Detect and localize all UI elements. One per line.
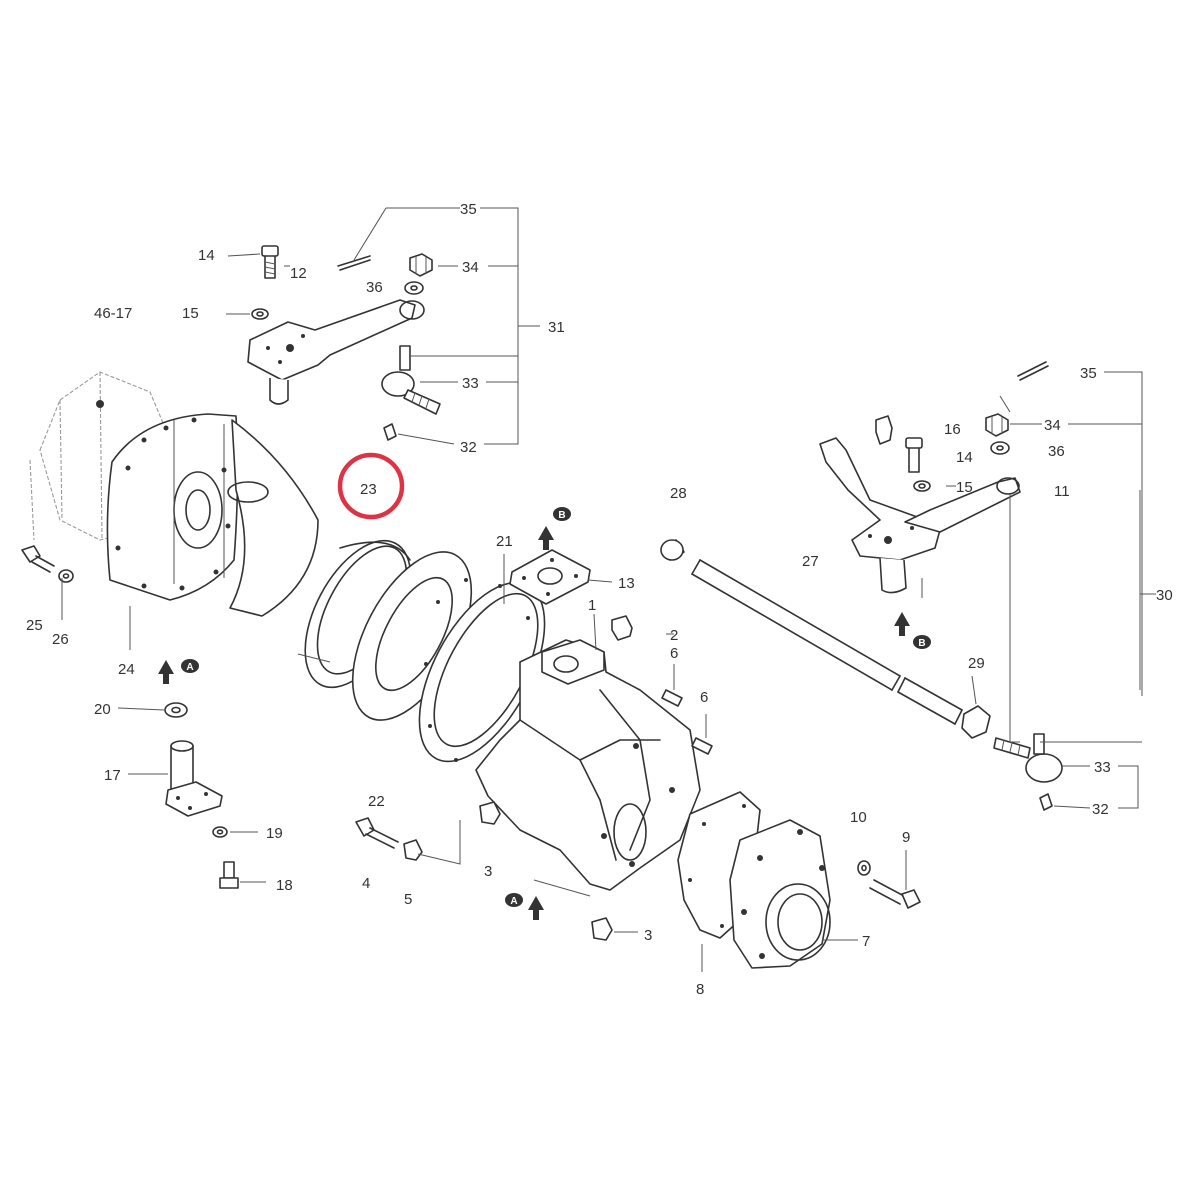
label-9: 9 xyxy=(902,829,910,846)
part-number-labels: 35 34 36 31 33 32 14 12 46-17 15 23 35 3… xyxy=(26,201,1173,998)
right-knuckle-arm xyxy=(819,437,941,594)
view-arrow-b-right: B xyxy=(894,612,931,649)
view-arrow-a-bottom: A xyxy=(505,893,544,920)
label-6-lower: 6 xyxy=(700,689,708,706)
label-26: 26 xyxy=(52,631,69,648)
svg-text:A: A xyxy=(510,896,517,907)
label-25: 25 xyxy=(26,617,43,634)
label-12: 12 xyxy=(290,265,307,282)
label-8: 8 xyxy=(696,981,704,998)
label-34-upper: 34 xyxy=(462,259,479,276)
grease-fitting-32-upper-left xyxy=(383,423,397,441)
label-30: 30 xyxy=(1156,587,1173,604)
label-14-upper: 14 xyxy=(198,247,215,264)
label-15-upper: 15 xyxy=(182,305,199,322)
left-steering-arm xyxy=(247,299,425,405)
label-19: 19 xyxy=(266,825,283,842)
washer-15-right xyxy=(913,480,931,492)
label-36-right: 36 xyxy=(1048,443,1065,460)
tie-rod-assembly xyxy=(660,539,991,739)
washer-19 xyxy=(212,826,228,838)
label-2: 2 xyxy=(670,627,678,644)
label-29: 29 xyxy=(968,655,985,672)
bolt-22 xyxy=(355,817,399,849)
nut-3-upper xyxy=(479,801,501,825)
svg-text:A: A xyxy=(186,662,193,673)
king-pin-17 xyxy=(165,740,223,817)
differential-carrier-1 xyxy=(475,639,701,891)
washer-10 xyxy=(857,860,871,876)
nut-5 xyxy=(403,839,423,861)
view-arrow-a-left: A xyxy=(158,659,199,684)
cover-plate-13 xyxy=(509,549,591,605)
washer-36-right xyxy=(990,441,1010,455)
highlight-circle-23 xyxy=(337,452,405,520)
castle-nut-34-upper-left xyxy=(409,253,433,277)
label-24: 24 xyxy=(118,661,135,678)
grease-fitting-32-right xyxy=(1039,793,1053,811)
label-18: 18 xyxy=(276,877,293,894)
cotter-pin-35-upper-left xyxy=(337,255,371,271)
label-22: 22 xyxy=(368,793,385,810)
label-13: 13 xyxy=(618,575,635,592)
bearing-retainer-7 xyxy=(729,819,831,969)
label-23-highlighted: 23 xyxy=(360,481,377,498)
leader-lines xyxy=(61,207,1156,972)
svg-text:B: B xyxy=(918,638,925,649)
label-28: 28 xyxy=(670,485,687,502)
label-14-right: 14 xyxy=(956,449,973,466)
label-4: 4 xyxy=(362,875,370,892)
bolt-14-upper-left xyxy=(261,245,279,279)
label-33-upper: 33 xyxy=(462,375,479,392)
axle-flange-plate-24 xyxy=(106,413,319,617)
label-35-right: 35 xyxy=(1080,365,1097,382)
label-10: 10 xyxy=(850,809,867,826)
label-32-right: 32 xyxy=(1092,801,1109,818)
bolt-18 xyxy=(219,861,239,889)
label-20: 20 xyxy=(94,701,111,718)
svg-text:B: B xyxy=(558,510,565,521)
washer-36-upper-left xyxy=(404,281,424,295)
fitting-16-right xyxy=(875,415,893,445)
label-46-17: 46-17 xyxy=(94,305,132,322)
right-steering-arm xyxy=(904,477,1021,533)
label-5: 5 xyxy=(404,891,412,908)
drain-plug-1 xyxy=(611,615,633,641)
label-1: 1 xyxy=(588,597,596,614)
label-17: 17 xyxy=(104,767,121,784)
label-11: 11 xyxy=(1054,483,1070,500)
dowel-pins-6 xyxy=(661,689,713,755)
label-34-right: 34 xyxy=(1044,417,1061,434)
washer-20 xyxy=(164,702,188,718)
washer-15-upper-left xyxy=(251,308,269,320)
label-35-upper: 35 xyxy=(460,201,477,218)
nut-3-lower xyxy=(591,917,613,941)
label-33-right: 33 xyxy=(1094,759,1111,776)
label-3-lower: 3 xyxy=(644,927,652,944)
axle-housing-outline xyxy=(29,371,171,541)
bolt-9 xyxy=(869,879,921,909)
label-32-upper: 32 xyxy=(460,439,477,456)
tie-rod-end-33-right xyxy=(993,733,1063,783)
label-31: 31 xyxy=(548,319,565,336)
tie-rod-end-33-upper-left xyxy=(381,345,441,415)
label-36-upper: 36 xyxy=(366,279,383,296)
label-15-right: 15 xyxy=(956,479,973,496)
label-7: 7 xyxy=(862,933,870,950)
washer-26 xyxy=(58,569,74,583)
label-27: 27 xyxy=(802,553,819,570)
label-6-upper: 6 xyxy=(670,645,678,662)
castle-nut-34-right xyxy=(985,413,1009,437)
label-21: 21 xyxy=(496,533,513,550)
cotter-pin-35-right xyxy=(1017,361,1049,381)
view-arrow-b-center: B xyxy=(538,507,571,550)
label-16: 16 xyxy=(944,421,961,438)
bolt-14-right xyxy=(905,437,923,473)
label-3-upper: 3 xyxy=(484,863,492,880)
bolt-25 xyxy=(21,545,55,573)
